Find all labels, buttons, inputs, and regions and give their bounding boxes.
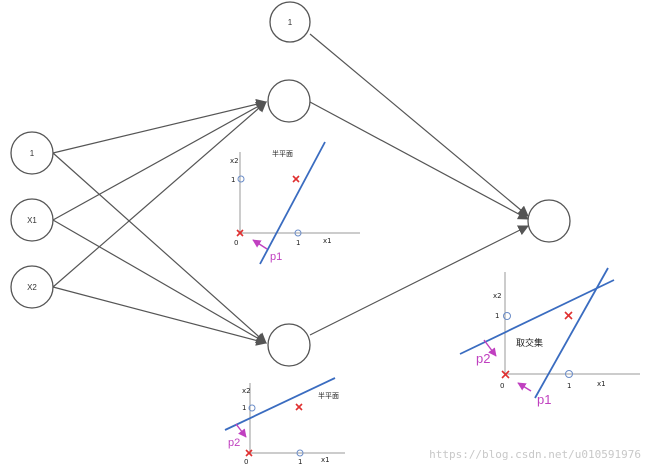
- plot-c-cross-0-0: [501, 370, 510, 379]
- input-node-x1-label: X1: [27, 216, 37, 225]
- plot-b-origin: 0: [244, 458, 248, 466]
- hidden-node-1: [267, 79, 311, 123]
- plot-a-origin: 0: [234, 239, 238, 247]
- plot-a-point-0-1: [237, 175, 245, 183]
- plot-b-y-tick: 1: [242, 404, 246, 412]
- plot-c-line-label-p2: p2: [476, 351, 490, 366]
- plot-a-boundary-line: [259, 141, 326, 265]
- edge-in1-h2: [52, 152, 267, 344]
- edge-x2-h1: [52, 101, 267, 288]
- edge-h1-out: [309, 101, 529, 220]
- edge-h2-out: [309, 225, 529, 336]
- plot-c-point-1-0: [565, 370, 573, 378]
- plot-c-boundary-line-p1: [534, 267, 609, 399]
- plot-b-y-axis-label: x2: [242, 387, 251, 395]
- plot-a-x-tick: 1: [296, 239, 300, 247]
- plot-b-point-1-0: [296, 449, 304, 457]
- plot-a-x-axis-label: x1: [323, 237, 332, 245]
- plot-b-cross-1-1: [295, 403, 303, 411]
- plot-b-boundary-line: [224, 377, 336, 431]
- plot-c-normal-arrow-p1: [517, 382, 532, 392]
- plot-c-y-tick: 1: [495, 312, 499, 320]
- plot-c-point-0-1: [503, 312, 511, 320]
- plot-c-line-label-p1: p1: [537, 392, 551, 407]
- plot-b-x-axis-label: x1: [321, 456, 330, 464]
- plot-b-line-label: p2: [228, 437, 240, 449]
- plot-b-cross-0-0: [245, 449, 253, 457]
- plot-a-region-label: 半平面: [272, 149, 293, 158]
- edge-in1-h1: [52, 99, 268, 154]
- plot-a-line-label: p1: [270, 251, 282, 263]
- edge-x1-h1: [52, 101, 267, 221]
- intersection-plot: x2 1 0 1 x1 取交集 p2 p1: [459, 267, 640, 407]
- plot-b-region-label: 半平面: [318, 391, 339, 400]
- half-plane-plot-p2: x2 1 0 1 x1 半平面 p2: [224, 377, 345, 466]
- plot-c-x-tick: 1: [567, 382, 571, 390]
- plot-a-cross-0-0: [236, 229, 244, 237]
- plot-b-x-tick: 1: [298, 458, 302, 466]
- hidden-bias-node: [269, 1, 311, 43]
- half-plane-plot-p1: x2 1 0 1 x1 半平面 p1: [230, 141, 360, 265]
- input-node-x1: [10, 198, 54, 242]
- plot-b-normal-arrow: [235, 423, 247, 438]
- hidden-bias-node-label: 1: [288, 18, 293, 27]
- plot-c-x-axis-label: x1: [597, 380, 606, 388]
- plot-a-y-tick: 1: [231, 176, 235, 184]
- plot-c-cross-1-1: [564, 311, 573, 320]
- plot-a-point-1-0: [294, 229, 302, 237]
- plot-c-normal-arrow-p2: [483, 339, 497, 357]
- plot-a-cross-1-1: [292, 175, 300, 183]
- hidden-node-2: [267, 323, 311, 367]
- plot-b-point-0-1: [248, 404, 256, 412]
- edge-x1-h2: [52, 219, 267, 344]
- plot-a-y-axis-label: x2: [230, 157, 239, 165]
- plot-c-y-axis-label: x2: [493, 292, 502, 300]
- plot-c-region-label: 取交集: [516, 337, 543, 349]
- input-node-x2-label: X2: [27, 283, 37, 292]
- input-node-bias: [10, 131, 54, 175]
- plot-a-normal-arrow: [252, 239, 268, 250]
- input-node-x2: [10, 265, 54, 309]
- edge-x2-h2: [52, 286, 268, 346]
- input-node-bias-label: 1: [30, 149, 35, 158]
- watermark-url: https://blog.csdn.net/u010591976: [429, 448, 641, 461]
- output-node: [527, 199, 571, 243]
- edge-bias-out: [309, 33, 529, 217]
- plot-c-origin: 0: [500, 382, 504, 390]
